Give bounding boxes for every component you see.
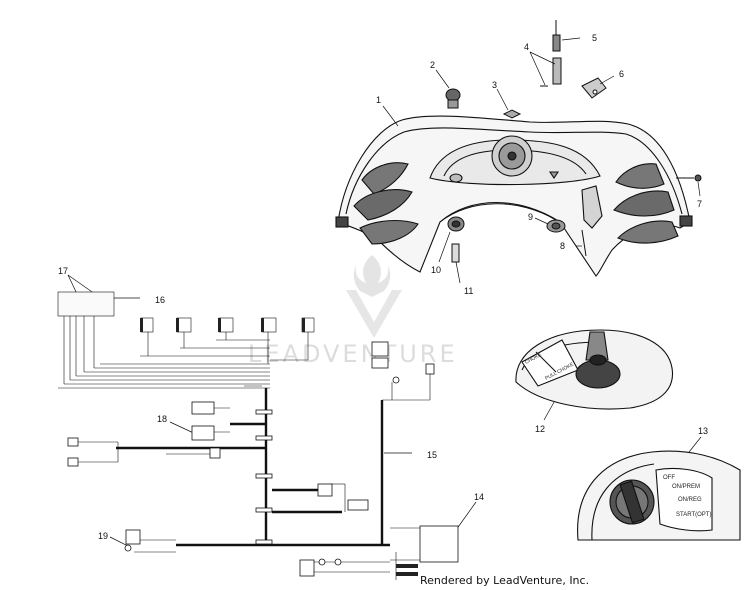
callout-11: 11 bbox=[464, 286, 473, 296]
watermark: LEADVENTURE bbox=[248, 255, 458, 368]
callout-6: 6 bbox=[619, 69, 624, 79]
callout-19: 19 bbox=[98, 531, 108, 541]
ignition-panel bbox=[577, 450, 741, 541]
callout-5: 5 bbox=[592, 33, 597, 43]
callout-12: 12 bbox=[535, 424, 545, 434]
callout-2: 2 bbox=[430, 60, 435, 70]
callout-14: 14 bbox=[474, 492, 484, 502]
callout-17: 17 bbox=[58, 266, 68, 276]
switch-on-prem-label: ON/PREM bbox=[672, 484, 700, 490]
callout-4: 4 bbox=[524, 42, 529, 52]
callout-18: 18 bbox=[157, 414, 167, 424]
watermark-v-icon bbox=[346, 290, 402, 338]
callout-1: 1 bbox=[376, 95, 381, 105]
switch-start-label: START(OPT) bbox=[676, 512, 711, 518]
callout-16: 16 bbox=[155, 295, 165, 305]
switch-on-reg-label: ON/REG bbox=[678, 497, 702, 503]
callout-7: 7 bbox=[697, 199, 702, 209]
watermark-flame-icon bbox=[353, 255, 391, 297]
choke-panel bbox=[515, 329, 674, 410]
callouts: 1 2 3 4 5 6 7 8 9 10 11 12 13 14 15 16 1… bbox=[58, 33, 708, 541]
switch-off-label: OFF bbox=[663, 475, 675, 481]
callout-8: 8 bbox=[560, 241, 565, 251]
dash-panel bbox=[335, 115, 693, 277]
callout-10: 10 bbox=[431, 265, 441, 275]
callout-15: 15 bbox=[427, 450, 437, 460]
footer-credit: Rendered by LeadVenture, Inc. bbox=[420, 574, 589, 587]
wiring-harness bbox=[57, 291, 459, 580]
callout-9: 9 bbox=[528, 212, 533, 222]
watermark-text: LEADVENTURE bbox=[248, 340, 458, 368]
callout-13: 13 bbox=[698, 426, 708, 436]
dash-parts bbox=[445, 20, 702, 263]
callout-3: 3 bbox=[492, 80, 497, 90]
